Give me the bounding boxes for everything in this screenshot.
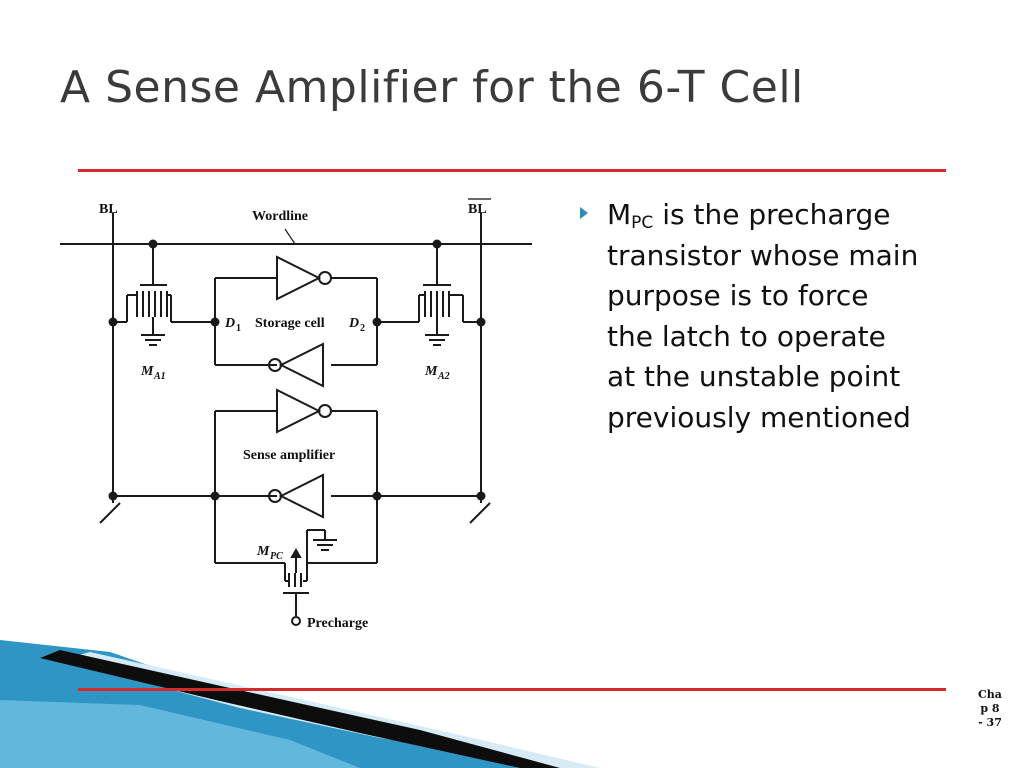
bullet-mpc-main: M: [607, 198, 632, 231]
wordline-label: Wordline: [252, 209, 308, 224]
d1-label: D: [224, 316, 235, 331]
ma1-label: M: [140, 364, 154, 379]
precharge-label: Precharge: [307, 616, 368, 631]
d1-subscript: 1: [236, 323, 241, 334]
bullet-arrow-icon: [580, 207, 588, 219]
top-divider: [78, 169, 946, 172]
bullet-item: MPC is the precharge transistor whose ma…: [607, 195, 920, 438]
slide-title: A Sense Amplifier for the 6-T Cell: [60, 62, 804, 113]
bullet-list: MPC is the precharge transistor whose ma…: [580, 195, 920, 438]
d2-subscript: 2: [360, 323, 365, 334]
sense-amplifier-circuit-diagram: BL BL Wordline D 1 Storage cell D 2 M A1…: [60, 198, 532, 631]
bl-label: BL: [99, 202, 118, 217]
bottom-divider: [78, 688, 946, 691]
mpc-subscript: PC: [270, 551, 283, 562]
mpc-label: M: [256, 544, 270, 559]
sense-amplifier-label: Sense amplifier: [243, 448, 335, 463]
ma2-subscript: A2: [437, 371, 450, 382]
storage-cell-label: Storage cell: [255, 316, 325, 331]
bullet-mpc-subscript: PC: [631, 213, 654, 233]
ma1-subscript: A1: [153, 371, 166, 382]
d2-label: D: [348, 316, 359, 331]
bullet-body-text: is the precharge transistor whose main p…: [607, 198, 919, 434]
bl-bar-label: BL: [468, 202, 487, 217]
ma2-label: M: [424, 364, 438, 379]
corner-swoosh-decoration: [0, 640, 600, 768]
page-number: Chap 8 - 37: [978, 688, 1002, 729]
